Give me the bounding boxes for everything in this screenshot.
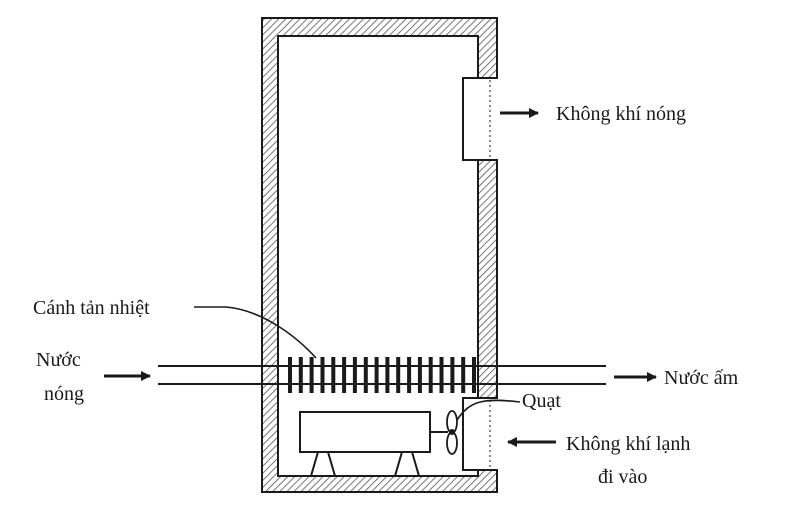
heat-sink-fin — [342, 357, 347, 393]
heat-sink-fin — [331, 357, 336, 393]
hot-water-label-line1: Nước — [36, 349, 81, 371]
cold-air-label-line1: Không khí lạnh — [566, 433, 690, 455]
heat-sink-fin — [450, 357, 455, 393]
heat-sink-fin — [461, 357, 466, 393]
fan-leader-line — [456, 399, 521, 421]
heat-sink-fin — [472, 357, 476, 393]
heat-sink-fin — [363, 357, 368, 393]
heat-sink-fin — [352, 357, 357, 393]
machine-foot-left — [309, 451, 337, 477]
heat-sink-fin — [374, 357, 379, 393]
heat-sink-fin — [439, 357, 444, 393]
heat-sink-fins — [288, 357, 476, 393]
heat-sink-fin — [417, 357, 422, 393]
heat-sink-fin — [320, 357, 325, 393]
cold-air-label-line2: đi vào — [598, 466, 647, 488]
hot-air-label: Không khí nóng — [556, 103, 686, 125]
hot-water-label-line2: nóng — [44, 383, 84, 405]
fan-label: Quạt — [522, 390, 561, 412]
heat-sink-fin — [407, 357, 412, 393]
heat-sink-fin — [309, 357, 314, 393]
heat-sink-fin — [288, 357, 292, 393]
fins-leader-line — [194, 306, 317, 359]
fan-icon — [430, 410, 458, 455]
heat-sink-fin — [385, 357, 390, 393]
warm-water-label: Nước ấm — [664, 367, 739, 389]
housing-wall — [261, 17, 498, 493]
heat-sink-fin — [428, 357, 433, 393]
heat-sink-fin — [396, 357, 401, 393]
machine-block — [299, 411, 431, 453]
heat-sink-fin — [298, 357, 303, 393]
fins-label: Cánh tản nhiệt — [33, 297, 150, 319]
machine-foot-right — [393, 451, 421, 477]
